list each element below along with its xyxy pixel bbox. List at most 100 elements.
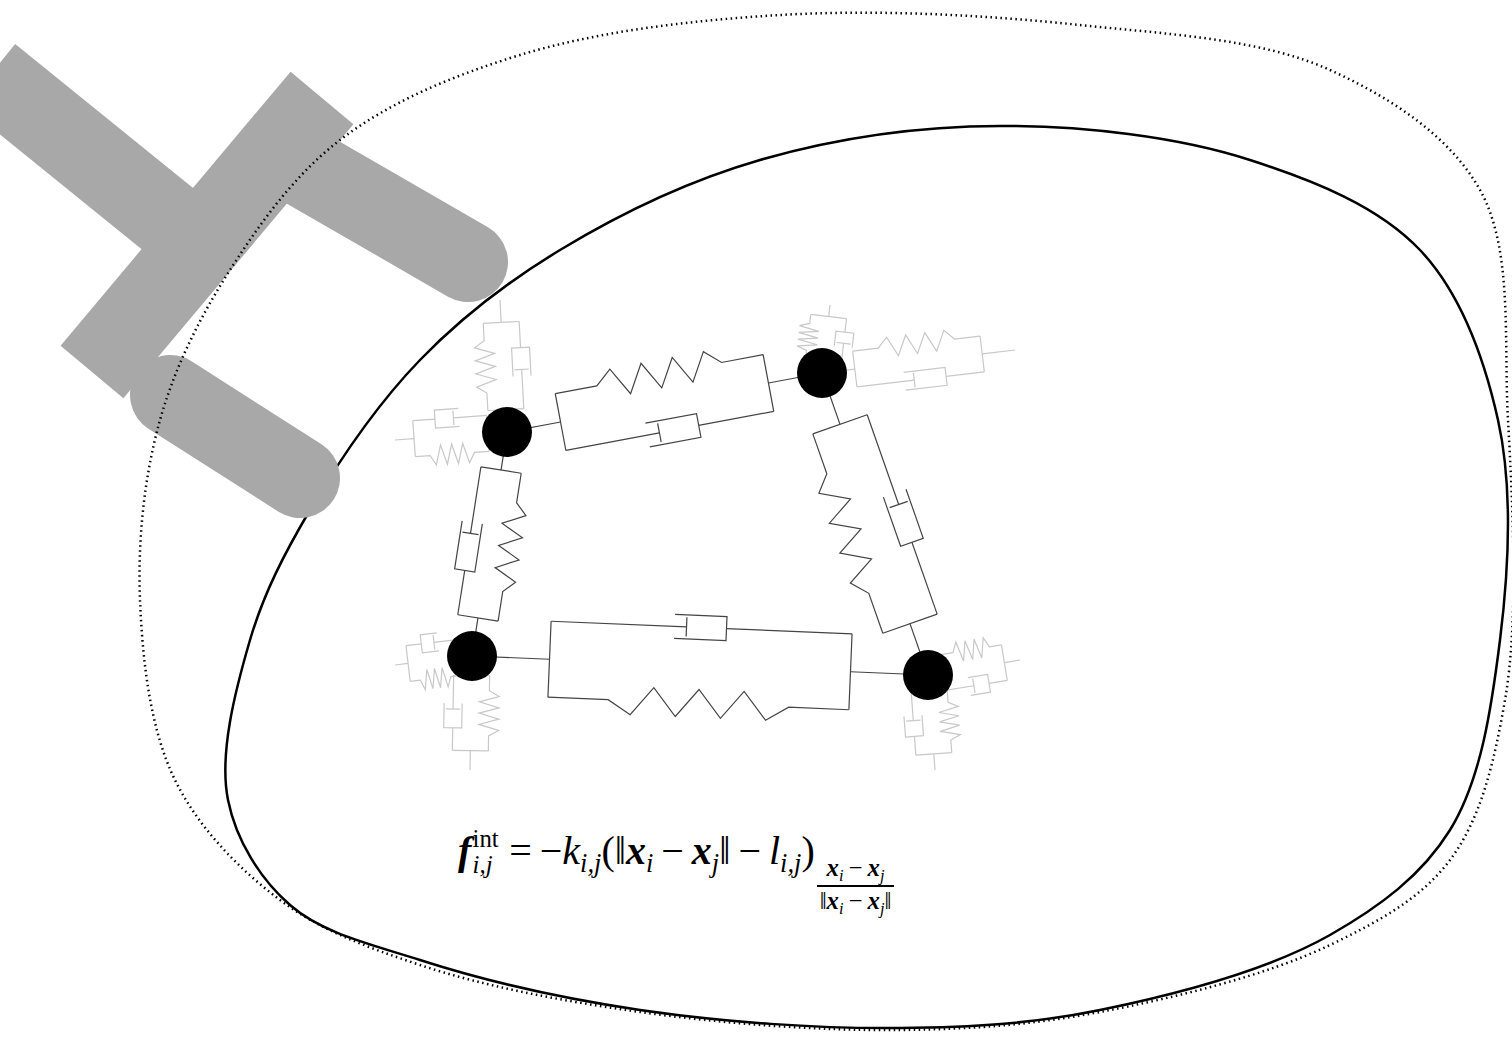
formula-symbol: (‖ — [601, 828, 626, 873]
stroke — [434, 408, 459, 428]
spring-force-formula: finti,j=−ki,j(‖xi−xj‖−li,j)xi−xj‖xi−xj‖ — [458, 826, 894, 918]
mass-point — [903, 650, 953, 700]
stroke — [883, 489, 923, 546]
stroke — [500, 300, 501, 322]
formula-symbol: − — [849, 854, 863, 881]
stroke — [947, 686, 974, 690]
stroke — [413, 421, 416, 457]
stroke — [686, 617, 688, 636]
formula-symbol: ) — [801, 828, 814, 873]
gripper — [0, 75, 468, 478]
stroke — [852, 326, 982, 361]
stroke — [462, 532, 478, 535]
gripper-finger — [300, 165, 468, 262]
fraction: xi−xj‖xi−xj‖ — [817, 854, 894, 918]
stroke — [973, 679, 975, 693]
stroke — [912, 542, 937, 614]
formula-symbol: − — [849, 887, 863, 914]
formula-symbol: ‖ — [820, 887, 827, 914]
stroke — [478, 676, 499, 752]
formula-symbol: i,j — [473, 852, 499, 878]
mass-spring-damper-network — [392, 299, 1024, 772]
stroke — [395, 663, 408, 665]
stroke — [845, 319, 847, 332]
mass-point — [447, 631, 497, 681]
formula-symbol: x — [867, 887, 879, 914]
formula-symbol: l — [769, 828, 780, 873]
mass-point — [482, 407, 532, 457]
stroke — [444, 703, 462, 728]
stroke — [415, 441, 490, 466]
formula-symbol: − — [540, 828, 563, 873]
stroke — [946, 372, 984, 377]
stroke — [939, 635, 1003, 664]
formula-symbol: i,j — [580, 848, 601, 878]
stroke — [446, 708, 460, 709]
formula-symbol: f — [458, 828, 471, 873]
stroke — [555, 394, 566, 451]
stroke — [857, 380, 914, 387]
formula-symbol: j — [712, 848, 719, 878]
formula-symbol: i — [839, 866, 844, 885]
stroke — [566, 433, 660, 451]
stroke — [470, 467, 480, 534]
stroke — [836, 343, 850, 345]
formula-symbol: x — [626, 828, 646, 873]
stroke — [904, 715, 923, 737]
formula-symbol: x — [692, 828, 712, 873]
stroke — [913, 373, 915, 387]
stroke — [813, 415, 867, 434]
stroke — [674, 614, 727, 640]
formula-symbol: − — [738, 828, 761, 873]
stroke — [699, 411, 774, 425]
stroke — [512, 347, 531, 376]
formula-symbol: ‖ — [884, 887, 891, 914]
deformed-outline — [140, 13, 1512, 1030]
formula-symbol: x — [827, 887, 839, 914]
stroke — [849, 634, 852, 710]
stroke — [906, 720, 920, 721]
spring-damper — [470, 606, 930, 727]
stroke — [452, 728, 454, 751]
stroke — [420, 633, 439, 653]
formula-symbol: − — [661, 828, 684, 873]
formula-symbol: k — [562, 828, 580, 873]
stroke — [406, 644, 421, 646]
stroke — [853, 351, 857, 387]
stroke — [553, 341, 766, 407]
formula-symbol: j — [880, 866, 885, 885]
stroke — [413, 419, 435, 421]
stroke — [867, 415, 898, 505]
formula-symbol: x — [827, 854, 839, 881]
stroke — [645, 414, 701, 447]
spring-damper — [782, 359, 967, 689]
stroke — [551, 621, 686, 627]
stroke — [834, 331, 854, 348]
stroke — [453, 415, 486, 417]
stroke — [989, 680, 1007, 683]
stroke — [452, 750, 488, 752]
stroke — [1001, 645, 1007, 681]
stroke — [980, 336, 984, 372]
stroke — [522, 369, 524, 408]
formula-symbol: int — [473, 826, 499, 852]
formula-symbol: ‖ — [719, 828, 730, 873]
formula-symbol: x — [867, 854, 879, 881]
stroke — [800, 429, 896, 638]
numerator: xi−xj — [824, 854, 887, 885]
stroke — [911, 692, 913, 720]
gripper-finger — [170, 395, 300, 478]
stroke — [487, 471, 532, 622]
stroke — [433, 635, 435, 649]
stroke — [890, 501, 908, 507]
stroke — [982, 350, 1015, 354]
stroke — [968, 674, 991, 695]
faded-spring-damper — [819, 322, 1018, 400]
stroke — [937, 689, 961, 753]
object-outline — [225, 126, 1508, 1028]
stroke — [763, 355, 774, 412]
stroke — [483, 321, 519, 323]
spring-damper — [442, 427, 538, 661]
